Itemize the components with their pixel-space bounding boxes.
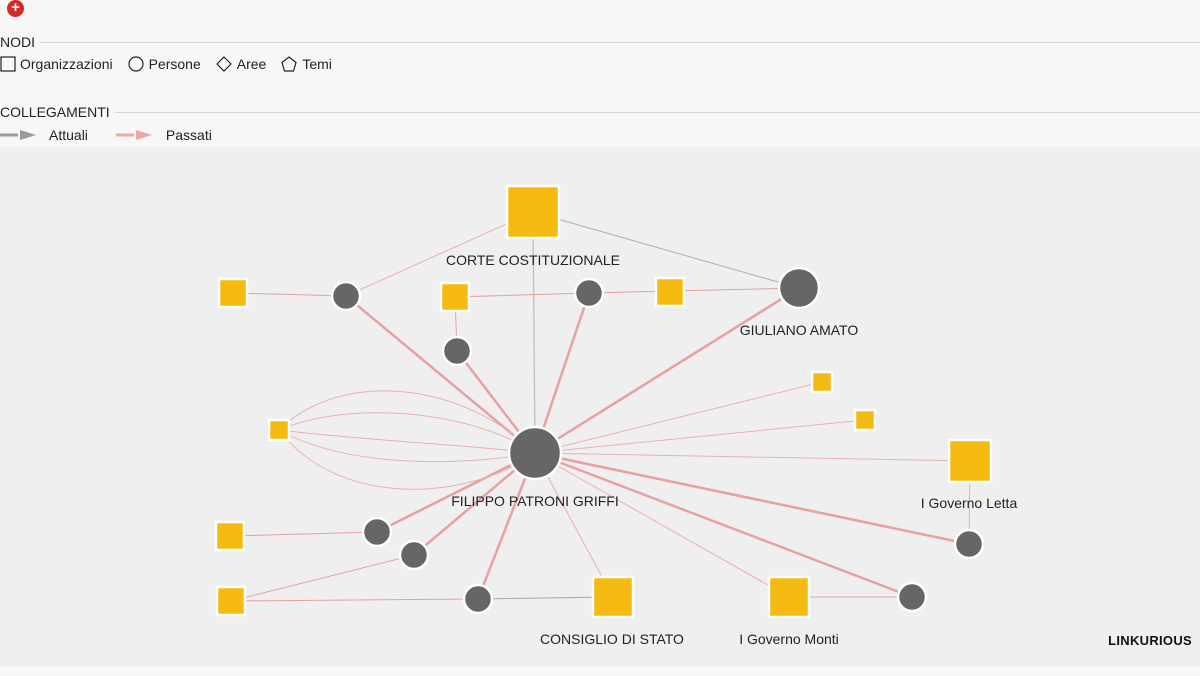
legend-label: Temi — [302, 56, 332, 72]
legend-organizations: Organizzazioni — [0, 56, 113, 72]
node-corte-costituzionale — [505, 184, 561, 240]
node-org — [217, 277, 249, 309]
node-filippo-patroni-griffi — [507, 425, 563, 481]
node-person — [330, 280, 362, 312]
network-graph[interactable]: CORTE COSTITUZIONALE GIULIANO AMATO FILI… — [0, 147, 1200, 667]
links-title: COLLEGAMENTI — [0, 104, 110, 120]
node-person — [398, 539, 430, 571]
pentagon-icon — [281, 56, 298, 72]
edge-past — [454, 292, 590, 298]
edge-past — [345, 211, 534, 297]
edge-current — [477, 596, 614, 600]
links-section-title: COLLEGAMENTI — [0, 104, 1200, 120]
node-types-row: Organizzazioni Persone Aree Temi — [0, 56, 346, 72]
edge-past — [278, 429, 536, 490]
edge-past — [534, 452, 790, 598]
legend-panel: + NODI Organizzazioni Persone Aree Temi … — [0, 0, 1200, 147]
edge-past — [232, 292, 347, 297]
edge-past — [278, 412, 536, 454]
node-org — [215, 585, 247, 617]
legend-persons: Persone — [127, 56, 201, 72]
legend-label: Aree — [236, 56, 267, 72]
legend-current-links: Attuali — [0, 127, 88, 143]
brand-logo: LINKURIOUS — [1108, 633, 1192, 648]
legend-label: Persone — [148, 56, 201, 72]
node-governo-letta — [947, 438, 993, 484]
node-governo-monti — [767, 575, 811, 619]
legend-label: Organizzazioni — [20, 56, 113, 72]
node-org — [810, 370, 834, 394]
edge-past — [230, 598, 479, 602]
edge-past — [533, 292, 591, 454]
edges — [229, 211, 971, 602]
node-org — [214, 520, 246, 552]
label-filippo-patroni-griffi: FILIPPO PATRONI GRIFFI — [451, 493, 619, 509]
graph-canvas[interactable]: CORTE COSTITUZIONALE GIULIANO AMATO FILI… — [0, 147, 1200, 667]
bottom-strip — [0, 667, 1200, 676]
edge-past — [534, 419, 866, 454]
circle-icon — [128, 56, 144, 72]
legend-label: Passati — [165, 127, 212, 143]
diamond-icon — [215, 56, 232, 72]
node-org — [439, 281, 471, 313]
edge-past — [376, 451, 536, 534]
legend-label: Attuali — [49, 127, 88, 143]
arrow-icon — [0, 130, 36, 140]
edge-past — [534, 452, 614, 598]
nodes-section-title: NODI — [0, 34, 1200, 50]
node-giuliano-amato — [777, 266, 821, 310]
node-person — [361, 516, 393, 548]
person-nodes[interactable] — [330, 266, 985, 615]
edge-past — [278, 429, 536, 463]
label-governo-monti: I Governo Monti — [739, 631, 839, 647]
label-corte-costituzionale: CORTE COSTITUZIONALE — [446, 252, 620, 268]
edge-past — [534, 381, 823, 454]
legend-areas: Aree — [215, 56, 267, 72]
edge-past — [534, 451, 970, 546]
arrow-icon — [115, 130, 152, 140]
divider — [114, 111, 1200, 113]
node-org — [267, 418, 291, 442]
node-consiglio-di-stato — [591, 575, 635, 619]
edge-past — [534, 451, 913, 599]
edge-past — [345, 295, 536, 454]
edge-past — [229, 531, 378, 537]
edge-current — [532, 211, 800, 289]
nodes-title: NODI — [0, 34, 35, 50]
node-person — [441, 335, 473, 367]
node-person — [953, 528, 985, 560]
divider — [40, 41, 1200, 43]
legend-themes: Temi — [280, 56, 332, 72]
label-consiglio-di-stato: CONSIGLIO DI STATO — [540, 631, 684, 647]
edge-past — [588, 287, 800, 294]
node-person — [573, 277, 605, 309]
label-governo-letta: I Governo Letta — [921, 495, 1018, 511]
edge-past — [278, 390, 536, 454]
edge-current — [532, 211, 536, 454]
legend-past-links: Passati — [115, 127, 212, 143]
node-org — [853, 408, 877, 432]
label-giuliano-amato: GIULIANO AMATO — [740, 322, 859, 338]
edge-past — [230, 554, 415, 602]
edge-past — [534, 286, 800, 455]
square-icon — [0, 56, 16, 72]
organization-nodes[interactable] — [214, 184, 993, 619]
edge-past — [534, 452, 971, 462]
link-types-row: Attuali Passati — [0, 127, 226, 143]
add-icon[interactable]: + — [7, 0, 24, 17]
node-person — [896, 581, 928, 613]
node-person — [462, 583, 494, 615]
node-org — [654, 276, 686, 308]
